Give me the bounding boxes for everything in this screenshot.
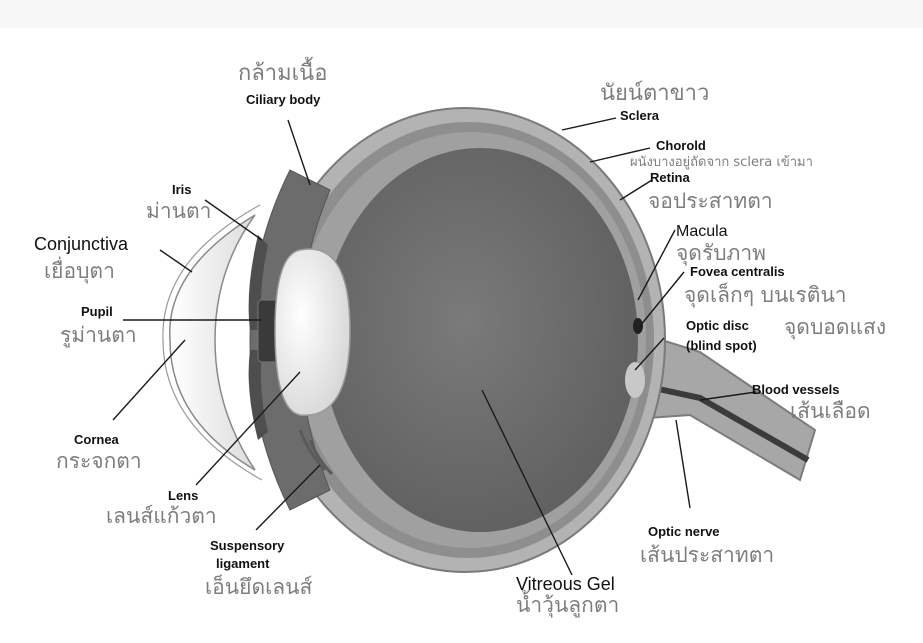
- conjunctiva-thai-label: เยื่อบุตา: [44, 256, 115, 284]
- pupil-thai-label: รูม่านตา: [60, 323, 137, 348]
- lens-thai-label: เลนส์แก้วตา: [106, 504, 217, 528]
- ciliary-body-thai-label: กล้ามเนื้อ: [238, 57, 327, 86]
- retina-label: Retina: [650, 170, 691, 185]
- choroid-label: Chorold: [656, 138, 706, 153]
- cornea-thai-label: กระจกตา: [56, 449, 142, 473]
- sclera-label: Sclera: [620, 108, 660, 123]
- pupil-label: Pupil: [81, 304, 113, 319]
- vitreous-gel-label: Vitreous Gel: [516, 574, 615, 594]
- watermark-strip: [0, 0, 923, 28]
- optic-nerve-thai-label: เส้นประสาทตา: [640, 543, 774, 567]
- fovea-thai-label: จุดเล็กๆ บนเรตินา: [684, 281, 847, 308]
- fovea-label: Fovea centralis: [690, 264, 785, 279]
- macula-label: Macula: [676, 223, 728, 240]
- blood-vessels-label: Blood vessels: [752, 382, 839, 397]
- lens-label: Lens: [168, 488, 198, 503]
- vitreous-gel-thai-label: น้ำวุ้นลูกตา: [516, 590, 619, 618]
- macula-thai-label: จุดรับภาพ: [676, 241, 766, 266]
- suspensory-ligament-thai-label: เอ็นยึดเลนส์: [205, 573, 312, 599]
- ciliary-body-label: Ciliary body: [246, 92, 321, 107]
- cornea-label: Cornea: [74, 432, 120, 447]
- sclera-thai-label: นัยน์ตาขาว: [600, 81, 709, 106]
- optic-disc: [625, 362, 645, 398]
- suspensory-ligament-label: Suspensory: [210, 538, 285, 553]
- iris-label: Iris: [172, 182, 192, 197]
- retina-thai-label: จอประสาทตา: [648, 189, 773, 213]
- optic-disc-thai-label: จุดบอดแสง: [784, 315, 886, 340]
- leader-sclera: [562, 118, 616, 130]
- optic-nerve-label: Optic nerve: [648, 524, 720, 539]
- optic-disc-blind-spot-label: (blind spot): [686, 338, 757, 353]
- leader-optic-nerve: [676, 420, 690, 508]
- conjunctiva-label: Conjunctiva: [34, 234, 129, 254]
- optic-disc-label: Optic disc: [686, 318, 749, 333]
- leader-conjunctiva: [160, 250, 192, 272]
- suspensory-ligament-label-2: ligament: [216, 556, 270, 571]
- leader-cornea: [113, 340, 185, 420]
- fovea-spot: [633, 318, 643, 334]
- lens: [275, 249, 350, 415]
- iris-thai-label: ม่านตา: [146, 199, 211, 223]
- vitreous-body: [322, 148, 638, 532]
- choroid-thai-label: ผนังบางอยู่ถัดจาก sclera เข้ามา: [630, 155, 813, 170]
- blood-vessels-thai-label: เส้นเลือด: [790, 399, 871, 423]
